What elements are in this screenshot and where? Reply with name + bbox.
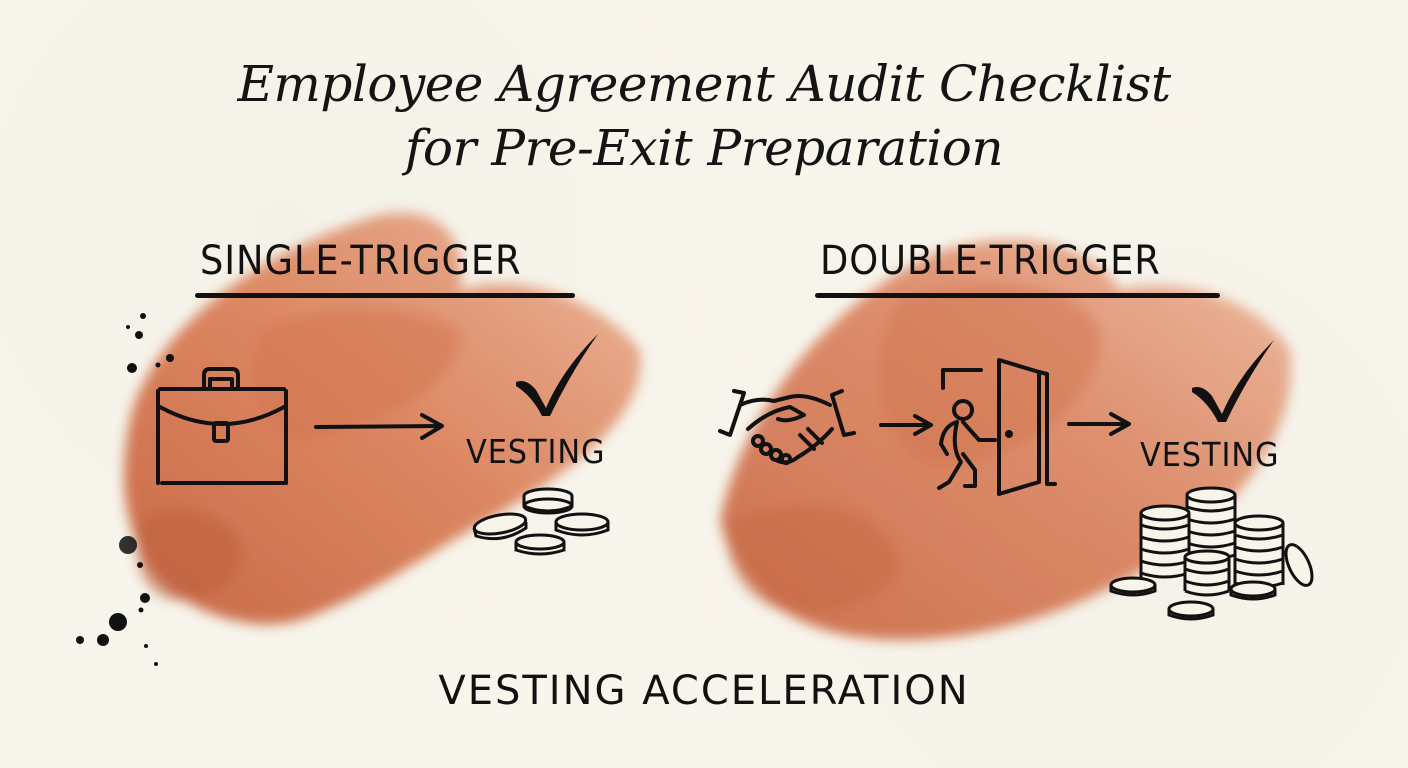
arrow-right-icon — [879, 414, 933, 436]
double-trigger-underline — [815, 293, 1220, 298]
vesting-acceleration-label: VESTING ACCELERATION — [438, 668, 970, 714]
briefcase-icon — [156, 367, 288, 485]
title-line-1: Employee Agreement Audit Checklist — [237, 55, 1171, 113]
single-trigger-underline — [195, 293, 575, 298]
handshake-icon — [718, 389, 856, 465]
arrow-right-icon — [314, 413, 444, 440]
checkmark-icon — [1192, 340, 1274, 422]
checkmark-icon — [516, 334, 598, 416]
coins-large-stacks-icon — [1109, 486, 1314, 621]
double-trigger-heading: DOUBLE-TRIGGER — [820, 238, 1161, 284]
page-title: Employee Agreement Audit Checklist for P… — [0, 52, 1408, 180]
person-exiting-door-icon — [937, 358, 1057, 496]
double-trigger-vesting-label: VESTING — [1140, 435, 1280, 474]
title-line-2: for Pre-Exit Preparation — [404, 119, 1004, 177]
single-trigger-heading: SINGLE-TRIGGER — [200, 238, 522, 284]
arrow-right-icon — [1067, 412, 1131, 436]
single-trigger-vesting-label: VESTING — [466, 432, 606, 471]
coins-small-pile-icon — [472, 487, 610, 556]
